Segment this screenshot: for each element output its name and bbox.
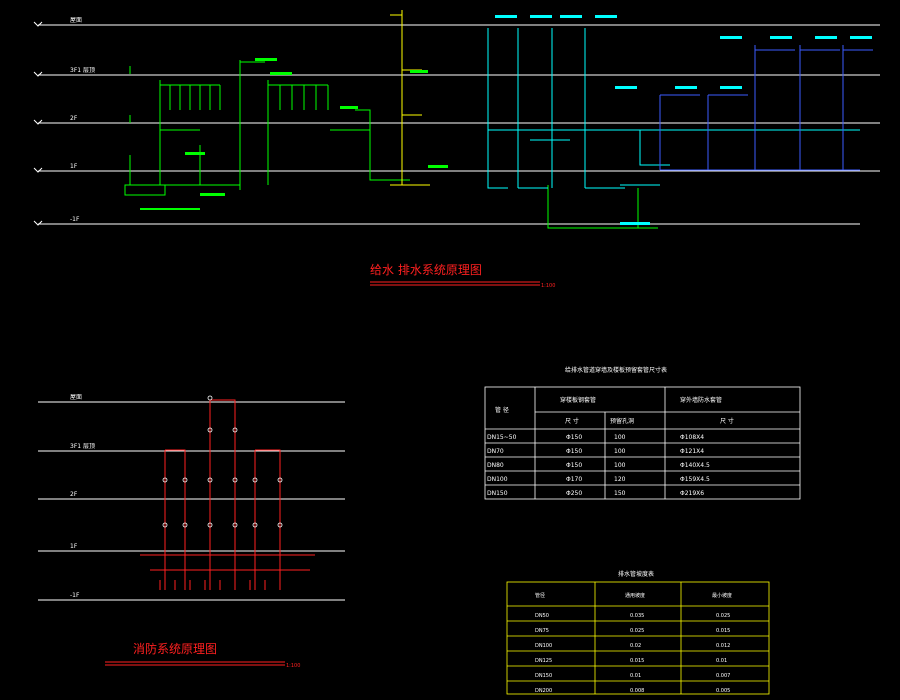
fire-hydrant-symbols [162, 395, 283, 528]
drain-risers [487, 28, 860, 189]
slope-table-cell: DN200 [535, 688, 552, 694]
sleeve-table-cell: Φ121X4 [680, 448, 704, 455]
fire-level-label-2f: 2F [70, 491, 78, 498]
water-annotations [140, 58, 448, 210]
sleeve-header-col0: 管 径 [495, 406, 509, 414]
sleeve-subheader: 尺 寸 [565, 417, 579, 425]
water-drainage-diagram: 屋面 3F1 层顶 2F 1F -1F [33, 10, 880, 289]
drain-annotations [495, 15, 872, 225]
sleeve-table-cell: Φ150 [566, 448, 582, 455]
sleeve-table-cell: DN100 [487, 476, 508, 483]
sleeve-table-cell: Φ250 [566, 490, 582, 497]
slope-table-cell: 0.007 [716, 673, 730, 679]
sleeve-table-cell: Φ108X4 [680, 434, 704, 441]
sleeve-table-cell: Φ219X6 [680, 490, 704, 497]
sleeve-table-cell: Φ150 [566, 462, 582, 469]
fire-diagram-title: 消防系统原理图 [133, 641, 217, 656]
sleeve-table-cell: DN15~50 [487, 434, 517, 441]
fire-level-label-1f: 1F [70, 543, 78, 550]
level-label-roof: 屋面 [70, 17, 82, 24]
sleeve-subheader: 预留孔洞 [610, 417, 634, 425]
fire-diagram-scale: 1:100 [286, 663, 300, 669]
sleeve-table-cell: DN80 [487, 462, 504, 469]
sleeve-header-group2: 穿外墙防水套管 [680, 396, 722, 404]
sleeve-table-cell: 100 [614, 462, 626, 469]
level-markers [33, 21, 43, 226]
sleeve-header-group1: 穿楼板钢套管 [560, 396, 596, 404]
slope-header-min: 最小坡度 [712, 592, 732, 599]
sleeve-subheader: 尺 寸 [720, 417, 734, 425]
sleeve-table-cell: Φ150 [566, 434, 582, 441]
drain-blue-risers [659, 45, 873, 171]
level-label-2f: 2F [70, 115, 78, 122]
slope-table-cell: 0.01 [716, 658, 727, 664]
sleeve-table-cell: 120 [614, 476, 626, 483]
slope-table-cell: DN50 [535, 613, 549, 619]
fire-level-lines [38, 401, 345, 601]
level-label-b1: -1F [70, 216, 80, 223]
slope-table-cell: 0.025 [630, 628, 644, 634]
sleeve-table-title: 给排水管道穿墙及楼板预留套管尺寸表 [565, 366, 667, 374]
sleeve-table-cell: Φ170 [566, 476, 582, 483]
slope-table-title: 排水管坡度表 [618, 570, 654, 578]
sleeve-table-cell: DN70 [487, 448, 504, 455]
fire-level-label-roof: 屋面 [70, 394, 82, 401]
fire-pipes [140, 399, 315, 590]
slope-table-cell: 0.008 [630, 688, 644, 694]
slope-table-cell: DN75 [535, 628, 549, 634]
sleeve-table: 给排水管道穿墙及楼板预留套管尺寸表 管 径 穿楼板钢套管 穿外墙防水套管 尺 寸… [484, 366, 801, 500]
slope-table-cell: DN125 [535, 658, 552, 664]
water-level-lines [38, 24, 880, 225]
level-label-3f: 3F1 层顶 [70, 67, 95, 74]
slope-table-cell: 0.035 [630, 613, 644, 619]
slope-table-cell: DN100 [535, 643, 552, 649]
slope-table-cell: DN150 [535, 673, 552, 679]
fire-diagram: 屋面 3F1 层顶 2F 1F -1F 消防系统原理图 1:100 [38, 394, 345, 669]
slope-table-cell: 0.015 [716, 628, 730, 634]
slope-table-cell: 0.02 [630, 643, 641, 649]
sleeve-table-cell: Φ159X4.5 [680, 476, 710, 483]
sleeve-table-cell: 150 [614, 490, 626, 497]
sleeve-table-cell: 100 [614, 434, 626, 441]
water-supply-pipes [124, 60, 658, 229]
hot-water-riser [390, 10, 430, 186]
slope-table-cell: 0.005 [716, 688, 730, 694]
water-diagram-title: 给水 排水系统原理图 [370, 263, 482, 277]
slope-table-cell: 0.01 [630, 673, 641, 679]
fire-level-label-b1: -1F [70, 592, 80, 599]
slope-header-diameter: 管径 [535, 592, 545, 599]
level-label-1f: 1F [70, 163, 78, 170]
slope-table-cell: 0.012 [716, 643, 730, 649]
slope-table-cell: 0.015 [630, 658, 644, 664]
fire-level-label-3f: 3F1 层顶 [70, 443, 95, 450]
sleeve-table-cell: DN150 [487, 490, 508, 497]
sleeve-table-cell: 100 [614, 448, 626, 455]
sleeve-table-cell: Φ140X4.5 [680, 462, 710, 469]
water-diagram-scale: 1:100 [541, 283, 555, 289]
slope-header-typical: 通用坡度 [625, 592, 645, 599]
slope-table-cell: 0.025 [716, 613, 730, 619]
